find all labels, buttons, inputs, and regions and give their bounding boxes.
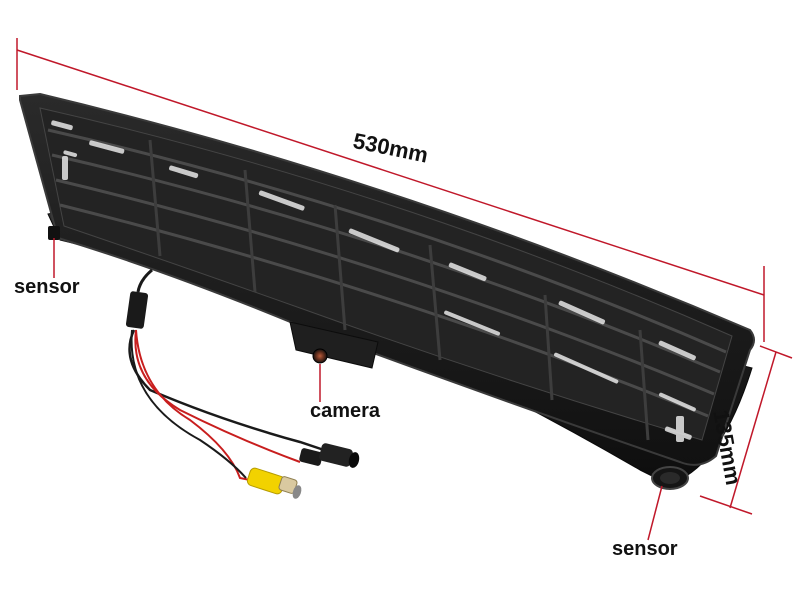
camera-module bbox=[289, 321, 379, 369]
height-dimension bbox=[699, 345, 793, 515]
right-sensor-label: sensor bbox=[612, 538, 678, 560]
length-dimension bbox=[16, 38, 765, 342]
license-plate-frame bbox=[19, 92, 755, 485]
camera-label: camera bbox=[310, 400, 381, 422]
label-pointers bbox=[53, 238, 663, 541]
left-sensor-label: sensor bbox=[14, 276, 80, 298]
left-sensor bbox=[48, 226, 60, 240]
power-connector bbox=[299, 443, 360, 468]
rca-connector bbox=[246, 467, 302, 499]
cable-harness bbox=[125, 268, 331, 481]
right-sensor bbox=[651, 466, 689, 490]
